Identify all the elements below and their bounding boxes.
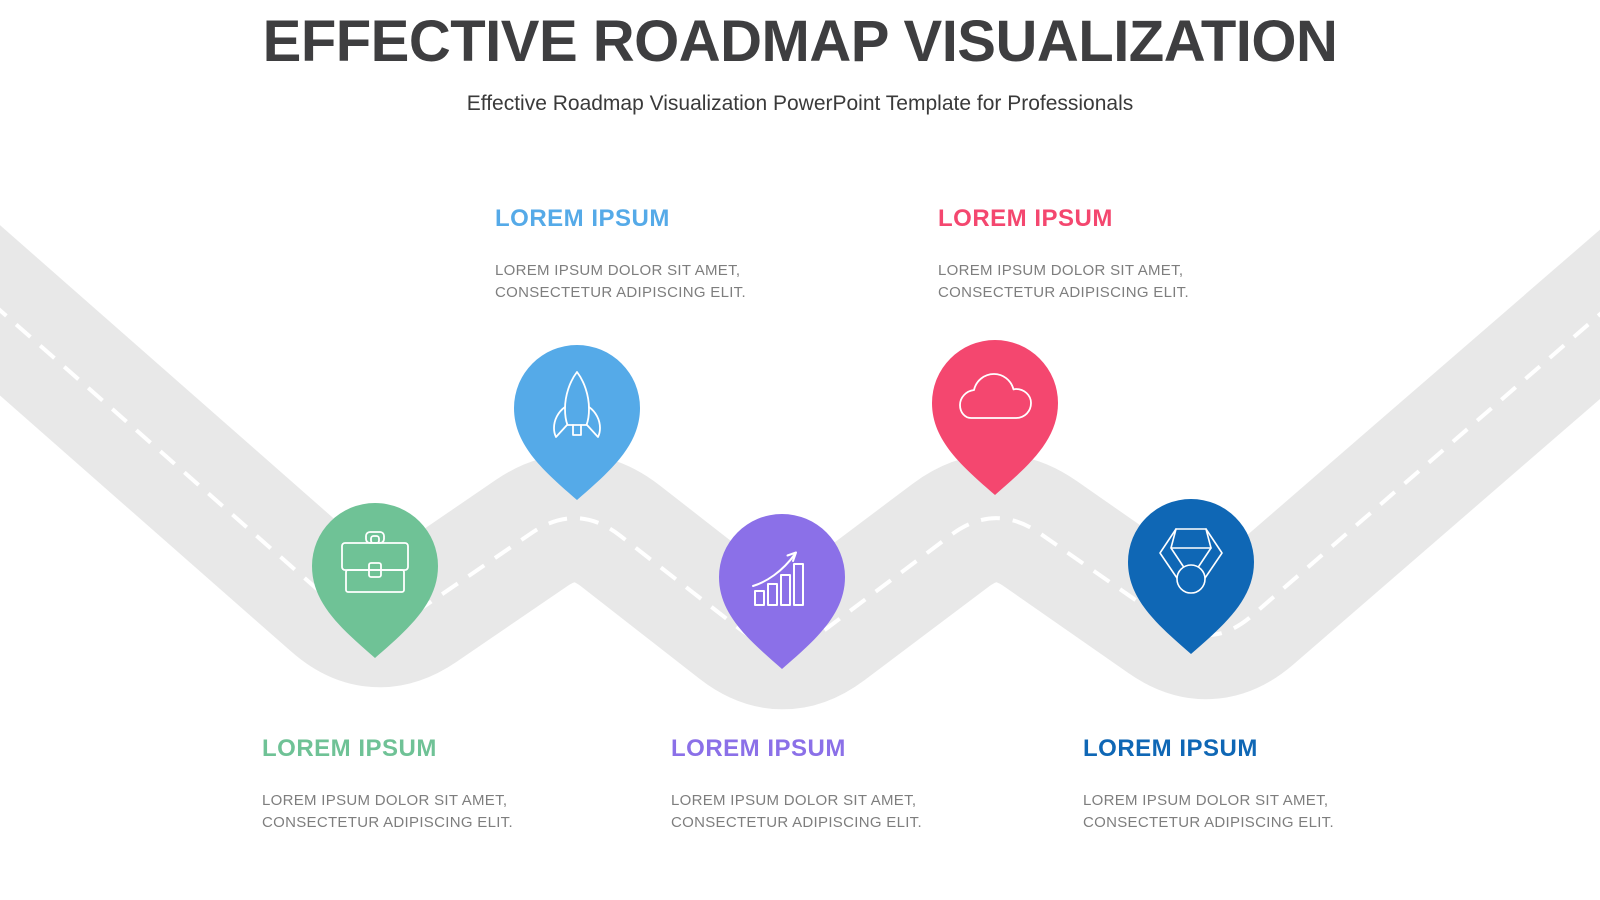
cloud-icon: [960, 374, 1031, 418]
milestone-description: LOREM IPSUM DOLOR SIT AMET, CONSECTETUR …: [1083, 790, 1393, 834]
milestone-pin-rocket: [514, 345, 640, 500]
milestone-heading: LOREM IPSUM: [262, 735, 437, 762]
milestone-description: LOREM IPSUM DOLOR SIT AMET, CONSECTETUR …: [671, 790, 981, 834]
milestone-heading: LOREM IPSUM: [1083, 735, 1258, 762]
milestone-description: LOREM IPSUM DOLOR SIT AMET, CONSECTETUR …: [938, 260, 1248, 304]
milestone-pin-growth: [719, 514, 845, 669]
pin-shape: [312, 503, 438, 658]
milestone-pin-briefcase: [312, 503, 438, 658]
milestone-description-line-1: LOREM IPSUM DOLOR SIT AMET,: [495, 262, 741, 279]
milestone-pin-medal: [1128, 499, 1254, 654]
milestone-heading: LOREM IPSUM: [495, 205, 670, 232]
milestone-label-cloud: LOREM IPSUM LOREM IPSUM DOLOR SIT AMET, …: [938, 205, 1248, 304]
milestone-description-line-1: LOREM IPSUM DOLOR SIT AMET,: [671, 792, 917, 809]
milestone-heading: LOREM IPSUM: [671, 735, 846, 762]
milestone-description-line-1: LOREM IPSUM DOLOR SIT AMET,: [262, 792, 508, 809]
milestone-description-line-2: CONSECTETUR ADIPISCING ELIT.: [1083, 814, 1334, 831]
briefcase-icon: [342, 532, 408, 592]
milestone-description: LOREM IPSUM DOLOR SIT AMET, CONSECTETUR …: [495, 260, 805, 304]
milestone-label-rocket: LOREM IPSUM LOREM IPSUM DOLOR SIT AMET, …: [495, 205, 805, 304]
milestone-description: LOREM IPSUM DOLOR SIT AMET, CONSECTETUR …: [262, 790, 572, 834]
milestone-label-briefcase: LOREM IPSUM LOREM IPSUM DOLOR SIT AMET, …: [262, 735, 572, 834]
milestone-label-growth: LOREM IPSUM LOREM IPSUM DOLOR SIT AMET, …: [671, 735, 981, 834]
milestone-description-line-2: CONSECTETUR ADIPISCING ELIT.: [671, 814, 922, 831]
milestone-description-line-2: CONSECTETUR ADIPISCING ELIT.: [495, 284, 746, 301]
growth-chart-icon: [753, 553, 803, 606]
page-subtitle: Effective Roadmap Visualization PowerPoi…: [466, 92, 1134, 115]
milestone-description-line-2: CONSECTETUR ADIPISCING ELIT.: [938, 284, 1189, 301]
milestone-pin-cloud: [932, 340, 1058, 495]
milestone-description-line-2: CONSECTETUR ADIPISCING ELIT.: [262, 814, 513, 831]
milestone-description-line-1: LOREM IPSUM DOLOR SIT AMET,: [938, 262, 1184, 279]
pin-shape: [514, 345, 640, 500]
page-title: EFFECTIVE ROADMAP VISUALIZATION: [262, 9, 1338, 74]
milestone-heading: LOREM IPSUM: [938, 205, 1113, 232]
milestone-description-line-1: LOREM IPSUM DOLOR SIT AMET,: [1083, 792, 1329, 809]
medal-icon: [1160, 529, 1222, 593]
rocket-icon: [554, 372, 600, 437]
milestone-label-medal: LOREM IPSUM LOREM IPSUM DOLOR SIT AMET, …: [1083, 735, 1393, 834]
